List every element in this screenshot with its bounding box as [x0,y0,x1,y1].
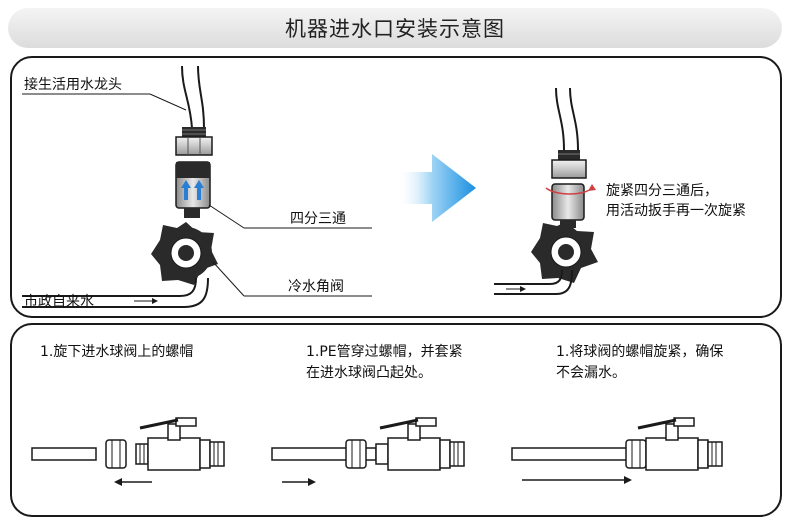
step2-illustration [271,417,465,486]
instruction-line-2: 用活动扳手再一次旋紧 [606,203,746,219]
pe-pipe [31,447,97,461]
steps-panel [10,323,782,517]
step-3-text: 1.将球阀的螺帽旋紧，确保 不会漏水。 [556,344,724,381]
label-tee: 四分三通 [290,211,346,227]
ball-valve-handle [139,418,179,430]
hose-nut [175,136,213,156]
valve-nut-removed [105,439,127,469]
hose-thread [182,127,206,137]
tee-flow-arrow-right [194,180,204,200]
tee-fitting-right [551,183,585,221]
left-faucet-assembly [22,65,218,308]
tee-flow-arrow-left [181,180,191,200]
right-faucet-assembly [494,87,598,295]
label-angle-valve: 冷水角阀 [288,279,344,295]
process-arrow [396,154,476,222]
instruction-line-1: 旋紧四分三通后， [606,183,718,199]
label-faucet: 接生活用水龙头 [24,77,122,93]
step-2-text: 1.PE管穿过螺帽，并套紧 在进水球阀凸起处。 [306,344,463,381]
page-title: 机器进水口安装示意图 [8,8,782,48]
label-municipal-water: 市政自来水 [24,294,94,310]
step-1-text: 1.旋下进水球阀上的螺帽 [40,344,194,360]
angle-valve-right [531,222,598,283]
municipal-pipe [22,277,197,297]
faucet-hose [181,65,193,129]
leader-lines [22,93,372,297]
angle-valve-left [151,222,218,285]
step3-illustration [511,417,723,484]
step1-illustration [31,417,225,486]
